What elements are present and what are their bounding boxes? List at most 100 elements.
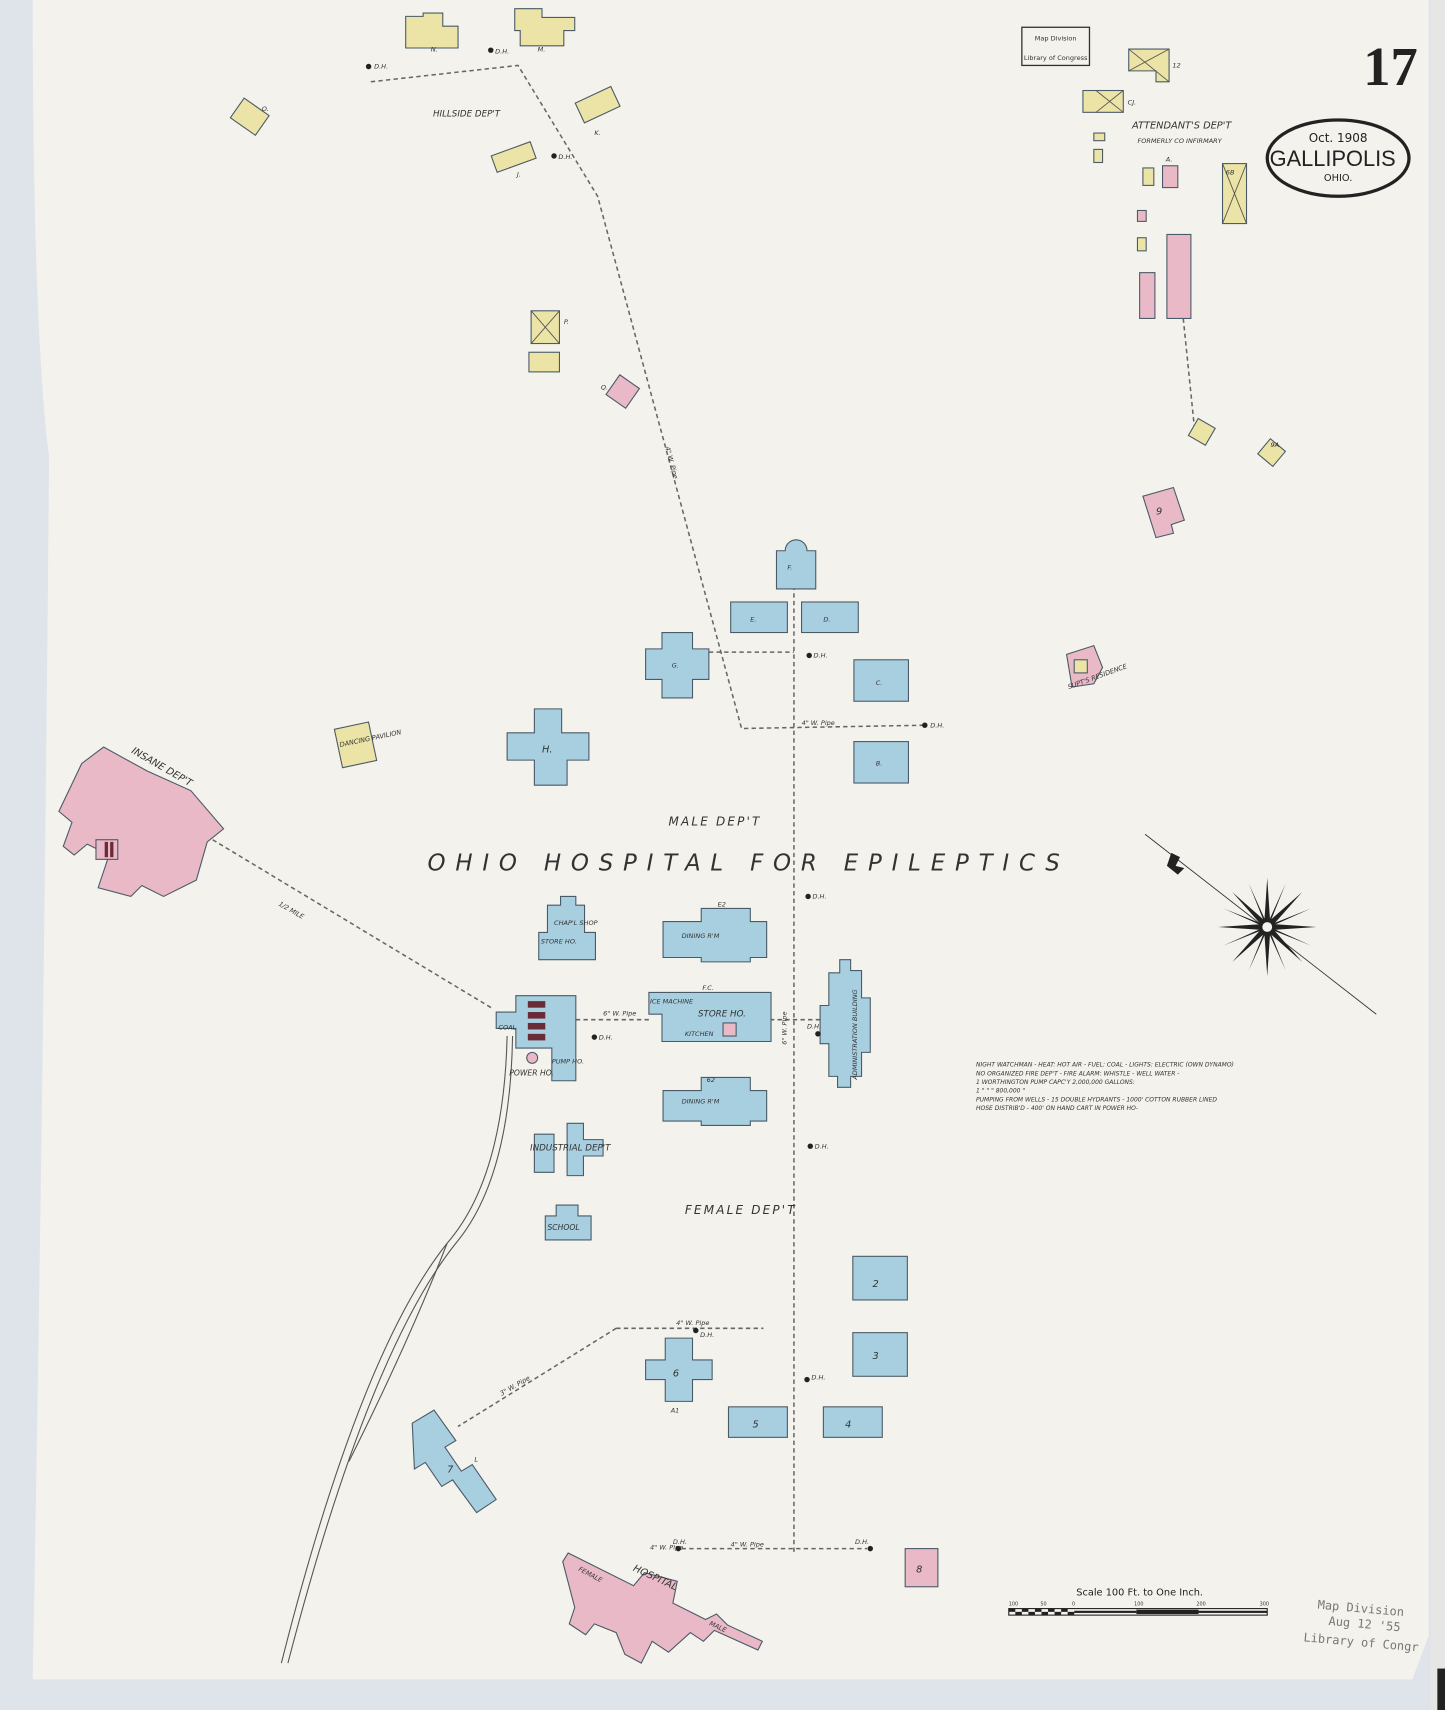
scale-bar: Scale 100 Ft. to One Inch. 100 50 0 100 …: [1008, 1587, 1269, 1616]
map-label: POWER HO.: [509, 1068, 554, 1077]
building-cj: [1082, 89, 1124, 113]
railroad-track: [280, 1036, 514, 1664]
map-label: D.H.: [930, 721, 944, 729]
building-f: [775, 539, 817, 590]
building-dining-62: [662, 1076, 768, 1127]
map-label: F.: [787, 563, 792, 571]
map-label: 4" W. Pipe: [650, 1544, 683, 1552]
yellow-buildings: [229, 8, 1287, 769]
map-label: CJ.: [1128, 99, 1137, 107]
building-a: [1161, 165, 1179, 189]
map-label: 4" W. Pipe: [731, 1540, 764, 1548]
building-2: [852, 1255, 908, 1301]
map-label: A.: [1165, 155, 1173, 163]
map-label: 100: [1134, 1601, 1143, 1607]
map-label: NO ORGANIZED FIRE DEP'T - FIRE ALARM: WH…: [976, 1070, 1179, 1077]
map-label: HOSE DISTRIB'D - 400' ON HAND CART IN PO…: [976, 1105, 1138, 1112]
map-label: J.: [515, 171, 521, 179]
water-pipes: [212, 64, 1195, 1555]
map-label: F.C.: [702, 984, 714, 992]
map-label: ATTENDANT'S DEP'T: [1131, 121, 1232, 132]
map-label: D.H.: [807, 1022, 821, 1030]
building-3: [852, 1332, 908, 1377]
map-label: L: [474, 1455, 478, 1463]
map-label: 0: [1072, 1601, 1075, 1607]
map-label: STORE HO.: [698, 1009, 746, 1019]
map-label: D.H.: [495, 47, 509, 55]
map-label: ICE MACHINE: [650, 997, 694, 1005]
building-7: [411, 1409, 497, 1514]
map-label: KITCHEN: [685, 1030, 714, 1038]
map-label: D.H.: [811, 1374, 825, 1382]
map-label: GALLIPOLIS: [1270, 146, 1396, 171]
building-store-house: [648, 991, 772, 1043]
map-label: P.: [564, 318, 569, 326]
map-label: 6" W. Pipe: [780, 1012, 788, 1045]
building-industrial: [533, 1122, 604, 1177]
map-label: C.: [876, 679, 883, 687]
map-label: D.H.: [374, 63, 388, 71]
map-label: G.: [672, 661, 679, 669]
map-label: HILLSIDE DEP'T: [433, 110, 501, 120]
map-label: Aug 12 '55: [1328, 1614, 1401, 1634]
map-label: D.: [823, 616, 830, 624]
map-label: D.H.: [673, 1538, 687, 1546]
building-4: [822, 1406, 883, 1438]
map-label: D.H.: [599, 1033, 613, 1041]
blue-buildings: [411, 539, 909, 1514]
building-c: [853, 659, 909, 702]
map-label: Map Division: [1035, 34, 1077, 42]
dancing-pavilion: [333, 721, 378, 769]
building-administration: [819, 959, 871, 1088]
map-label: 4" W. Pipe: [676, 1319, 709, 1327]
library-stamp-top: Map Division Library of Congress: [1021, 26, 1091, 67]
map-label: 100: [1009, 1601, 1018, 1607]
map-label: Scale 100 Ft. to One Inch.: [1076, 1587, 1203, 1598]
map-label: E2: [718, 900, 726, 908]
map-label: 62: [707, 1076, 715, 1084]
building-6: [645, 1337, 713, 1402]
map-label: 6: [673, 1368, 679, 1379]
map-label: D.H.: [812, 893, 826, 901]
map-label: H.: [542, 744, 552, 755]
hospital-building: [562, 1552, 764, 1664]
building-dining-e2: [662, 907, 768, 963]
map-label: 2: [872, 1279, 878, 1290]
map-label: 50: [1040, 1601, 1046, 1607]
map-label: Q.: [601, 383, 608, 391]
map-label: 1 WORTHINGTON PUMP CAPC'Y 2,000,000 GALL…: [976, 1079, 1135, 1086]
map-label: Oct. 1908: [1309, 131, 1368, 145]
map-label: D.H.: [558, 153, 572, 161]
insane-dept-building: [58, 746, 225, 898]
map-label: DINING R'M: [682, 932, 720, 940]
building-9a: [1257, 437, 1287, 468]
sheet-number: 17: [1363, 36, 1418, 97]
map-label: PUMP HO.: [552, 1057, 584, 1065]
building-m: [514, 8, 576, 47]
map-label: CHAP'L SHOP: [554, 919, 598, 927]
building-chapel-shop: [538, 895, 596, 961]
map-label: O.: [262, 105, 269, 113]
building-8: [904, 1548, 939, 1588]
map-label: INDUSTRIAL DEP'T: [530, 1144, 611, 1154]
map-label: D.H.: [700, 1331, 714, 1339]
building-j: [490, 141, 537, 174]
building-school: [544, 1204, 592, 1241]
title-cartouche: Oct. 1908 GALLIPOLIS OHIO.: [1265, 118, 1411, 198]
map-label: 4: [845, 1420, 851, 1431]
map-label: 6" W. Pipe: [603, 1009, 636, 1017]
hydrants: [365, 47, 928, 1552]
department-labels: MALE DEP'T FEMALE DEP'T HILLSIDE DEP'T A…: [129, 110, 1232, 1593]
map-label: PUMPING FROM WELLS - 15 DOUBLE HYDRANTS …: [976, 1096, 1217, 1103]
building-d: [801, 601, 859, 634]
map-label: STORE HO.: [541, 937, 577, 945]
building-b: [853, 741, 909, 784]
map-label: SCHOOL: [547, 1223, 579, 1232]
map-label: 9A: [1271, 441, 1280, 449]
map-label: 1 " " " 800,000 ": [976, 1088, 1025, 1095]
map-label: 7: [447, 1464, 454, 1475]
map-label: ADMINISTRATION BUILDING: [851, 989, 859, 1080]
fire-protection-notes: NIGHT WATCHMAN - HEAT: HOT AIR - FUEL: C…: [976, 1062, 1234, 1113]
map-label: 8: [916, 1565, 922, 1576]
map-label: 4" W. Pipe: [802, 719, 835, 727]
